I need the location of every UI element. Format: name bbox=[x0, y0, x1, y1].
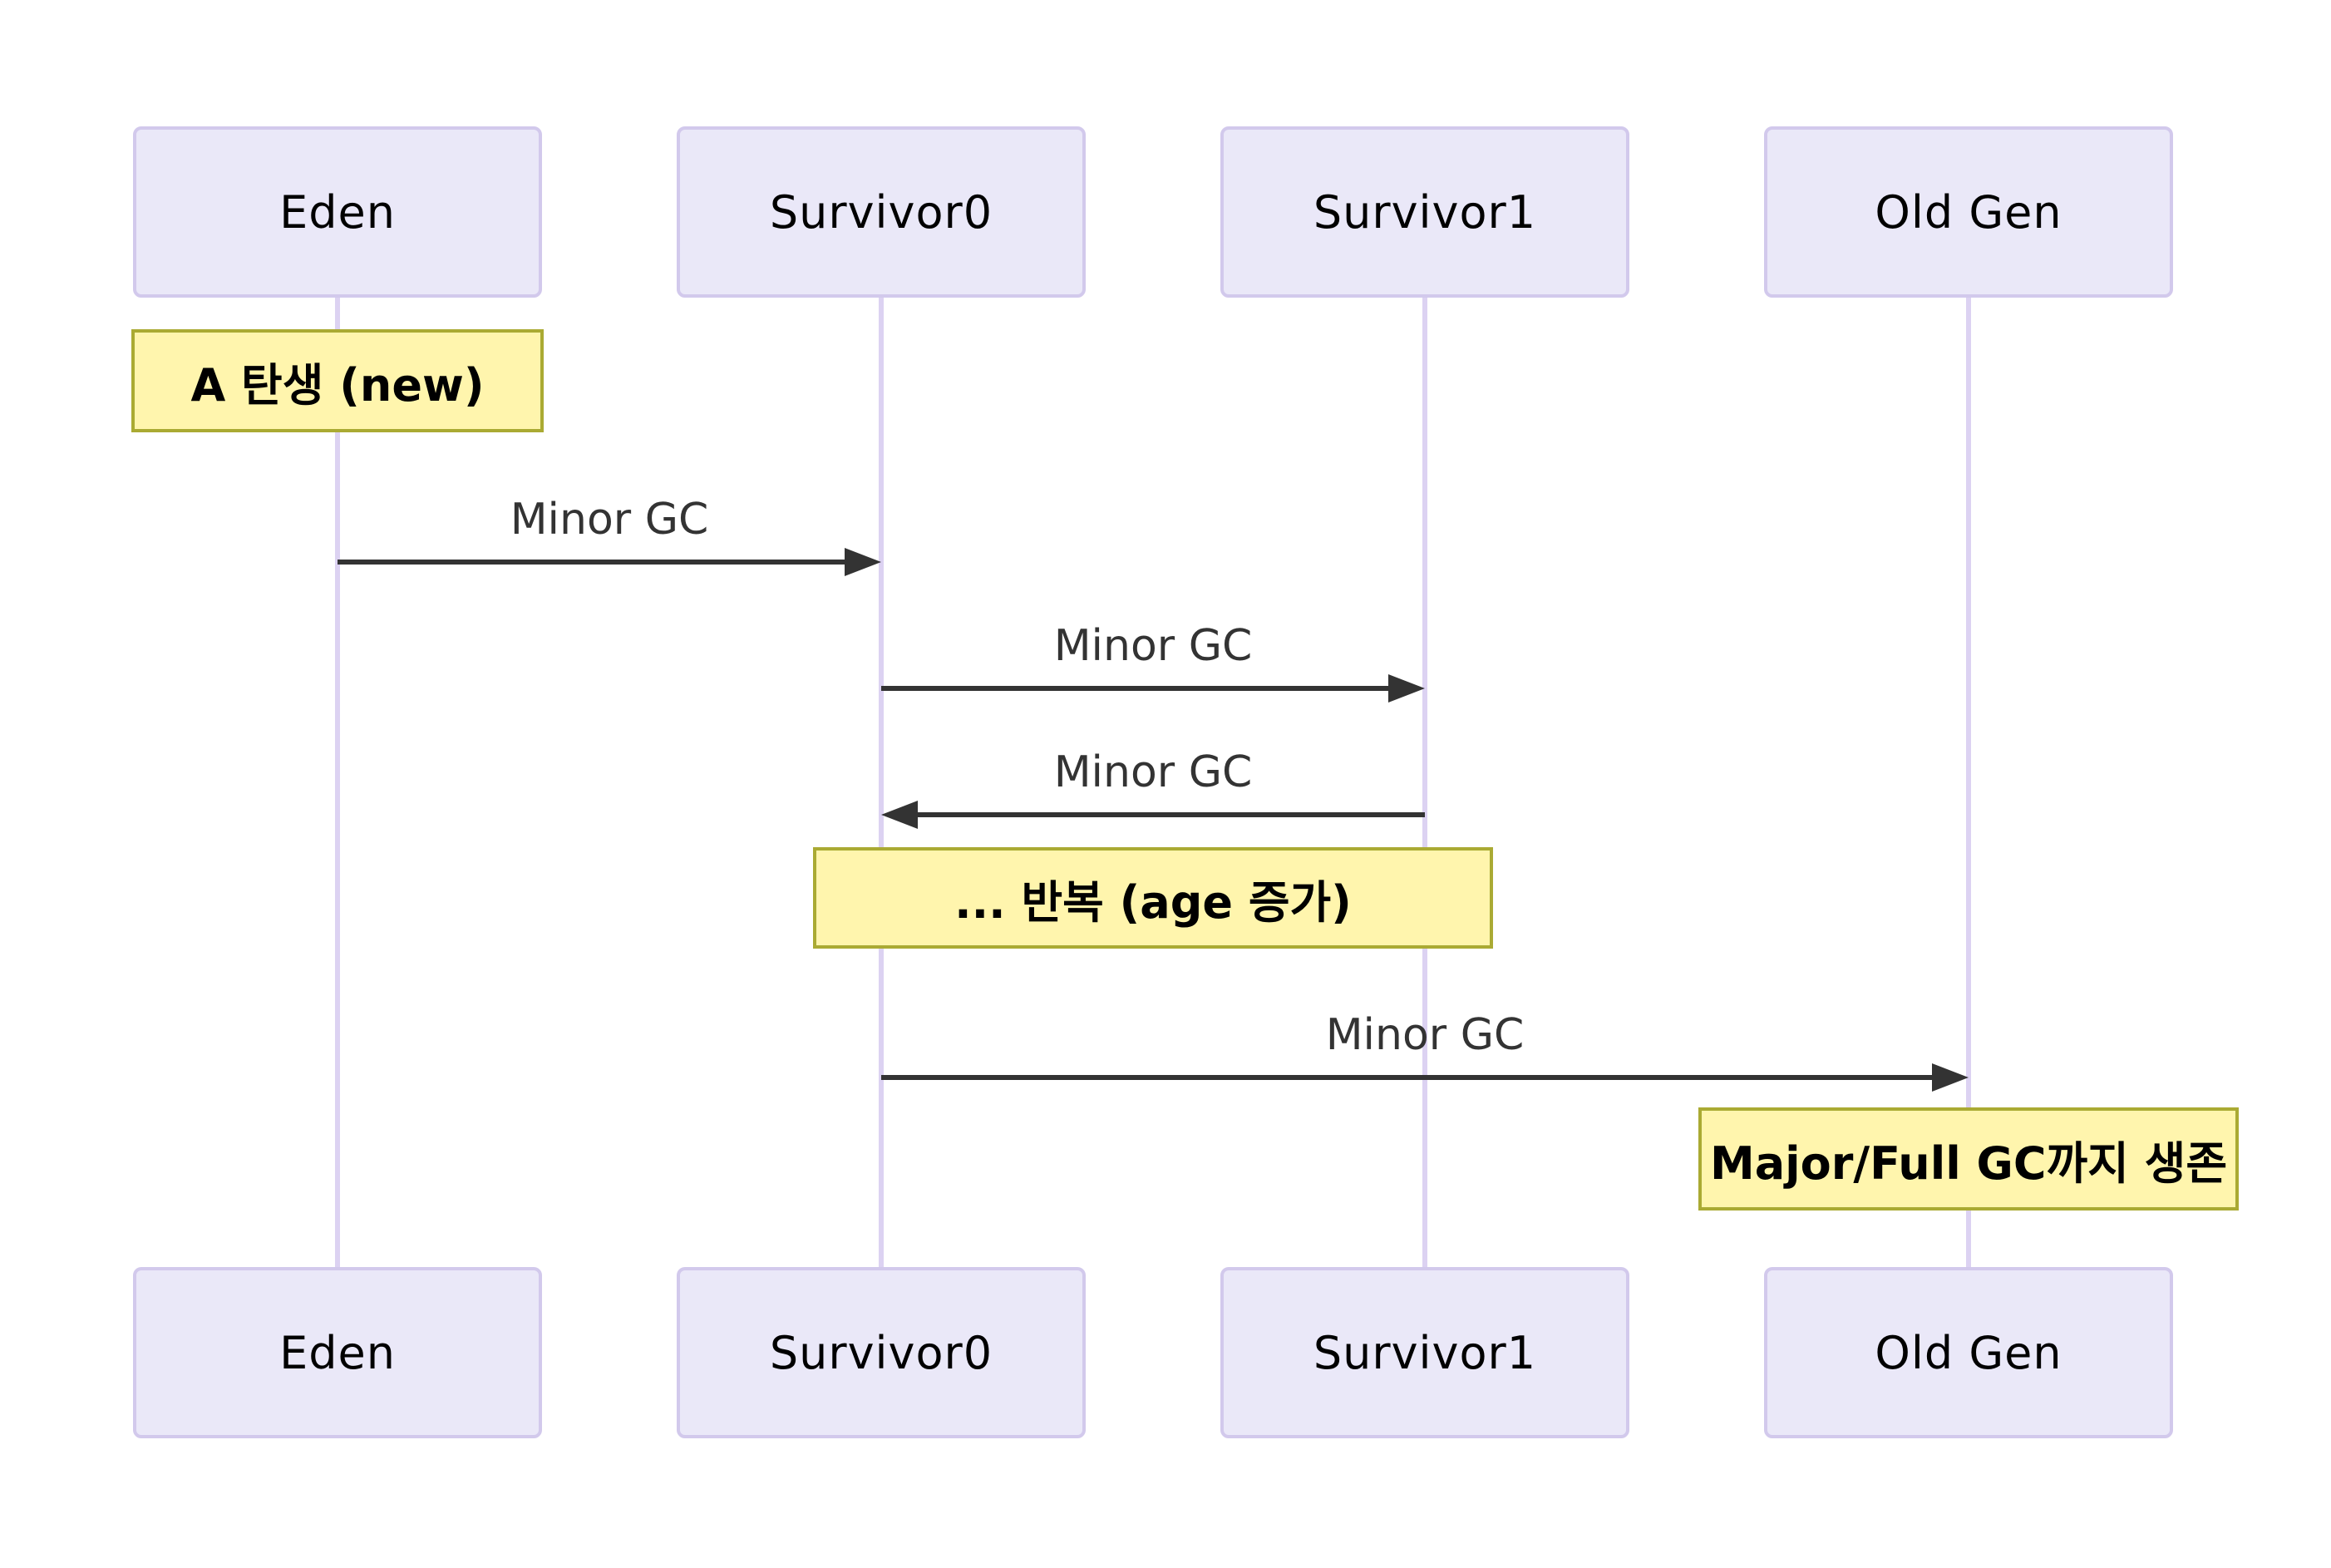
message-label-1: Minor GC bbox=[510, 495, 709, 545]
message-label-3: Minor GC bbox=[1053, 747, 1253, 797]
message-arrow-1 bbox=[338, 560, 853, 565]
actor-top-survivor0: Survivor0 bbox=[677, 126, 1086, 298]
note-text: A 탄생 (new) bbox=[190, 358, 485, 412]
message-arrow-4 bbox=[881, 1075, 1940, 1080]
actor-label: Eden bbox=[279, 1326, 396, 1379]
actor-bottom-eden: Eden bbox=[133, 1267, 542, 1438]
arrowhead-right-icon bbox=[1932, 1063, 1969, 1092]
note-text: ... 반복 (age 증가) bbox=[954, 875, 1352, 929]
note-text: Major/Full GC까지 생존 bbox=[1709, 1137, 2228, 1190]
message-arrow-3 bbox=[909, 812, 1425, 817]
actor-label: Old Gen bbox=[1875, 1326, 2062, 1379]
actor-top-oldgen: Old Gen bbox=[1764, 126, 2173, 298]
actor-top-survivor1: Survivor1 bbox=[1220, 126, 1629, 298]
note-repeat: ... 반복 (age 증가) bbox=[813, 847, 1493, 949]
message-label-2: Minor GC bbox=[1053, 621, 1253, 671]
actor-label: Survivor0 bbox=[769, 185, 993, 239]
actor-label: Old Gen bbox=[1875, 185, 2062, 239]
arrowhead-left-icon bbox=[881, 801, 918, 829]
actor-label: Survivor1 bbox=[1313, 1326, 1537, 1379]
lifeline-survivor0 bbox=[879, 298, 884, 1267]
note-birth: A 탄생 (new) bbox=[131, 329, 544, 432]
lifeline-eden bbox=[335, 298, 340, 1267]
actor-bottom-oldgen: Old Gen bbox=[1764, 1267, 2173, 1438]
arrowhead-right-icon bbox=[845, 548, 881, 576]
actor-label: Survivor1 bbox=[1313, 185, 1537, 239]
lifeline-oldgen bbox=[1966, 298, 1971, 1267]
lifeline-survivor1 bbox=[1422, 298, 1427, 1267]
arrowhead-right-icon bbox=[1388, 674, 1425, 703]
actor-top-eden: Eden bbox=[133, 126, 542, 298]
actor-label: Survivor0 bbox=[769, 1326, 993, 1379]
actor-bottom-survivor1: Survivor1 bbox=[1220, 1267, 1629, 1438]
actor-bottom-survivor0: Survivor0 bbox=[677, 1267, 1086, 1438]
message-label-4: Minor GC bbox=[1325, 1010, 1525, 1060]
actor-label: Eden bbox=[279, 185, 396, 239]
note-survive: Major/Full GC까지 생존 bbox=[1698, 1107, 2239, 1211]
message-arrow-2 bbox=[881, 686, 1397, 691]
